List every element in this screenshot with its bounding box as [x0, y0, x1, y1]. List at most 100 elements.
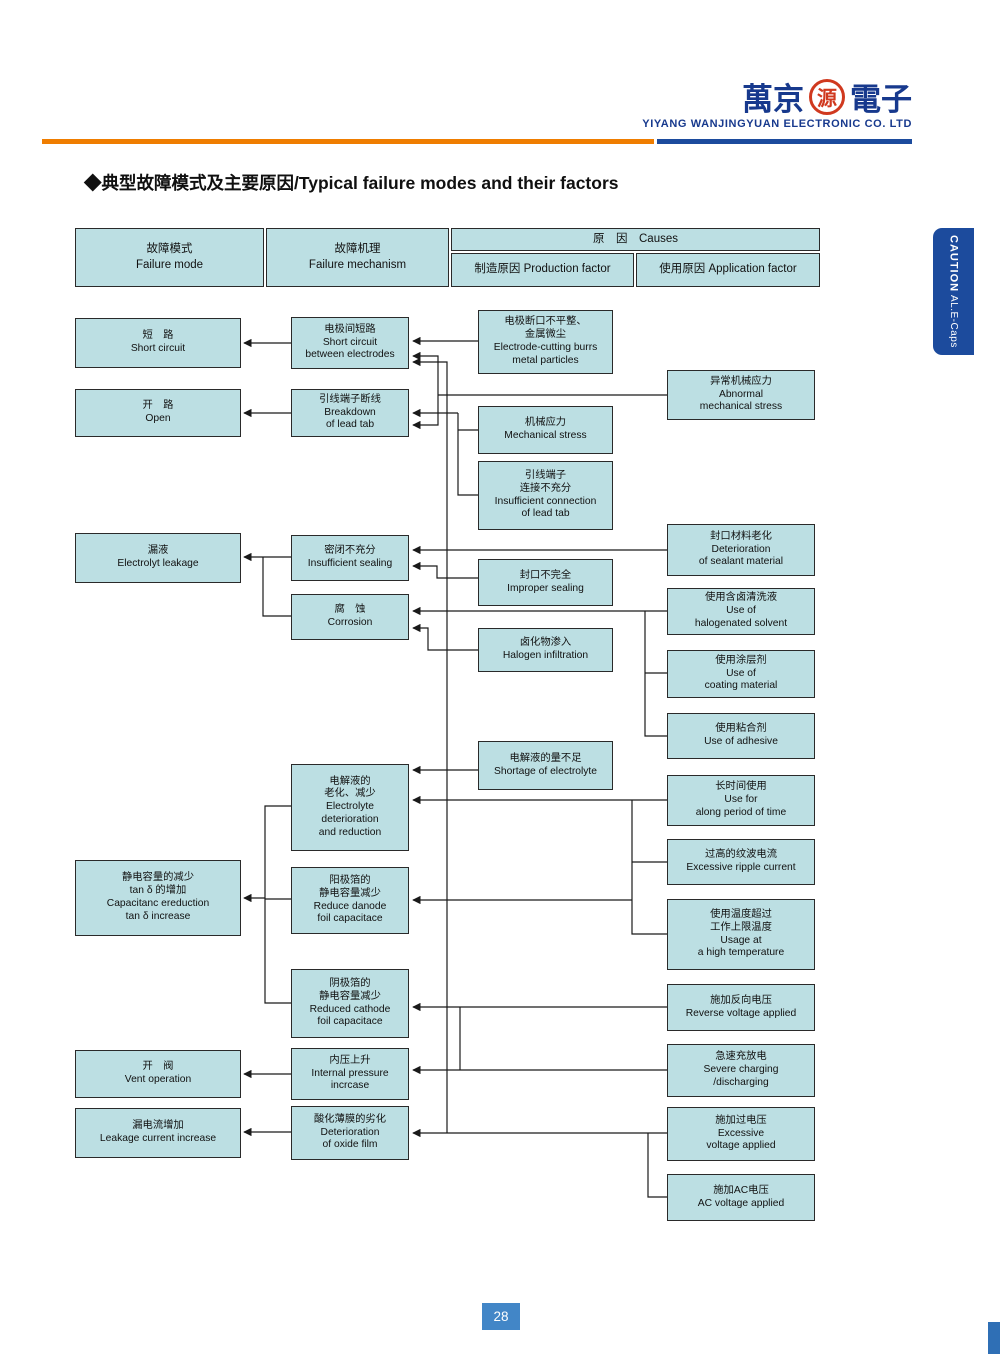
- box-line: Vent operation: [124, 1074, 192, 1085]
- box-line: Corrosion: [327, 617, 373, 628]
- header-failure-mode-zh: 故障模式: [146, 242, 193, 255]
- box-line: metal particles: [512, 354, 579, 366]
- box-line: of lead tab: [521, 508, 570, 520]
- box-line: Deterioration: [320, 1126, 380, 1138]
- box-line: Excessive: [717, 1127, 765, 1139]
- box-line: of sealant material: [698, 556, 784, 568]
- caution-tab-line2: AL.E-Caps: [948, 295, 959, 348]
- box-line: mechanical stress: [699, 401, 783, 413]
- box-line: 使用温度超过: [710, 908, 772, 920]
- box-line: 工作上限温度: [710, 921, 772, 933]
- box-line: 静电容量的减少: [121, 872, 195, 884]
- company-logo: 萬京 源 電子: [742, 74, 912, 119]
- box-line: 引线端子: [524, 469, 567, 481]
- box-line: 静电容量减少: [319, 887, 381, 899]
- box-line: 急速充放电: [715, 1051, 767, 1063]
- logo-circle-char: 源: [817, 88, 837, 110]
- header-application-factor: 使用原因 Application factor: [636, 253, 820, 287]
- box-line: between electrodes: [305, 349, 395, 361]
- table-header: 故障模式 Failure mode 故障机理 Failure mechanism…: [75, 228, 820, 287]
- box-line: along period of time: [695, 806, 787, 818]
- box-line: 使用涂层剂: [715, 654, 767, 666]
- logo-circle-icon: 源: [809, 78, 845, 115]
- box-line: Leakage current increase: [99, 1133, 217, 1144]
- box-line: of oxide film: [322, 1139, 378, 1151]
- box-line: 过高的纹波电流: [704, 849, 778, 861]
- box-line: 施加过电压: [715, 1114, 767, 1126]
- box-line: 异常机械应力: [710, 375, 772, 387]
- box-line: 阳极箔的: [329, 874, 371, 886]
- divider-blue: [657, 139, 912, 144]
- box-line: Excessive ripple current: [686, 862, 796, 873]
- box-line: Capacitanc ereduction: [106, 898, 210, 909]
- box-line: Reverse voltage applied: [685, 1007, 797, 1019]
- box-line: 漏电流增加: [132, 1120, 184, 1132]
- caution-side-tab: CAUTION AL.E-Caps: [933, 228, 974, 355]
- box-line: 电解液的量不足: [509, 752, 582, 764]
- box-line: voltage applied: [706, 1140, 776, 1152]
- box-line: and reduction: [318, 826, 382, 838]
- box-line: Mechanical stress: [504, 430, 587, 441]
- box-line: Breakdown: [324, 406, 376, 418]
- header-production-factor: 制造原因 Production factor: [451, 253, 634, 287]
- box-line: 机械应力: [524, 417, 567, 429]
- box-line: Usage at: [720, 934, 762, 946]
- box-line: 施加AC电压: [713, 1184, 769, 1196]
- box-line: Improper sealing: [507, 582, 584, 594]
- box-line: Use of adhesive: [704, 736, 778, 747]
- box-line: Short circuit: [322, 336, 378, 348]
- logo-text-right: 電子: [850, 82, 912, 117]
- box-line: 电极间短路: [324, 323, 376, 335]
- box-line: 引线端子断线: [319, 393, 381, 405]
- box-line: Use of: [726, 605, 756, 617]
- page-edge-mark: [988, 1322, 1000, 1354]
- box-line: 漏液: [147, 545, 169, 557]
- header-failure-mode: 故障模式 Failure mode: [75, 228, 264, 287]
- box-line: 酸化薄膜的劣化: [313, 1113, 387, 1125]
- box-line: incrcase: [330, 1080, 370, 1092]
- box-line: /discharging: [713, 1076, 769, 1088]
- header-failure-mode-en: Failure mode: [135, 258, 204, 271]
- box-line: Electrode-cutting burrs: [493, 342, 598, 353]
- box-line: Reduced cathode: [309, 1003, 391, 1015]
- box-line: coating material: [704, 680, 778, 692]
- caution-tab-line1: CAUTION: [947, 235, 960, 293]
- box-line: 开 阀: [142, 1061, 174, 1073]
- box-line: Reduce danode: [313, 900, 387, 912]
- box-line: 封口不完全: [519, 569, 572, 581]
- box-line: 金属微尘: [524, 329, 567, 341]
- box-line: 阴极箔的: [329, 977, 371, 989]
- box-line: 电解液的: [329, 775, 371, 787]
- box-line: halogenated solvent: [694, 617, 788, 629]
- box-line: Abnormal: [718, 388, 764, 400]
- box-line: Shortage of electrolyte: [493, 765, 598, 777]
- box-line: of lead tab: [325, 419, 375, 431]
- box-line: AC voltage applied: [697, 1197, 785, 1209]
- header-mechanism-zh: 故障机理: [334, 242, 381, 255]
- header-causes: 原 因 Causes: [451, 228, 820, 251]
- box-line: Electrolyte: [325, 801, 375, 813]
- logo-text-left: 萬京: [742, 82, 804, 117]
